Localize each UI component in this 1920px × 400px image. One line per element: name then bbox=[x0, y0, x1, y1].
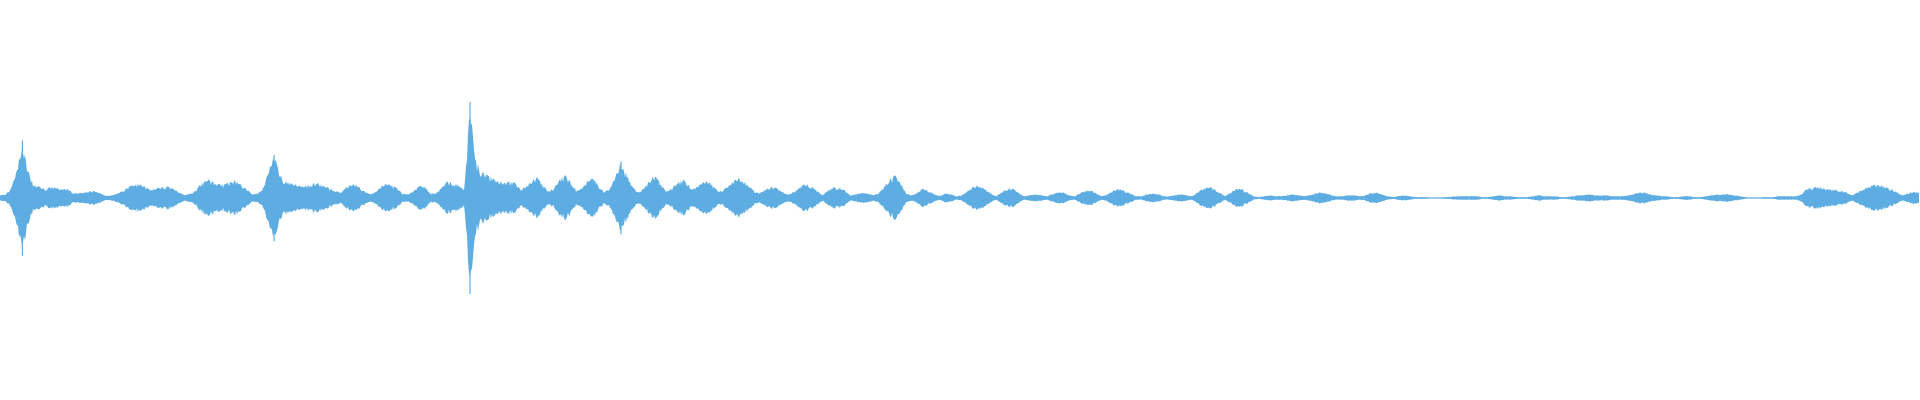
waveform-signal bbox=[0, 102, 1919, 294]
waveform-envelope bbox=[0, 115, 1919, 279]
